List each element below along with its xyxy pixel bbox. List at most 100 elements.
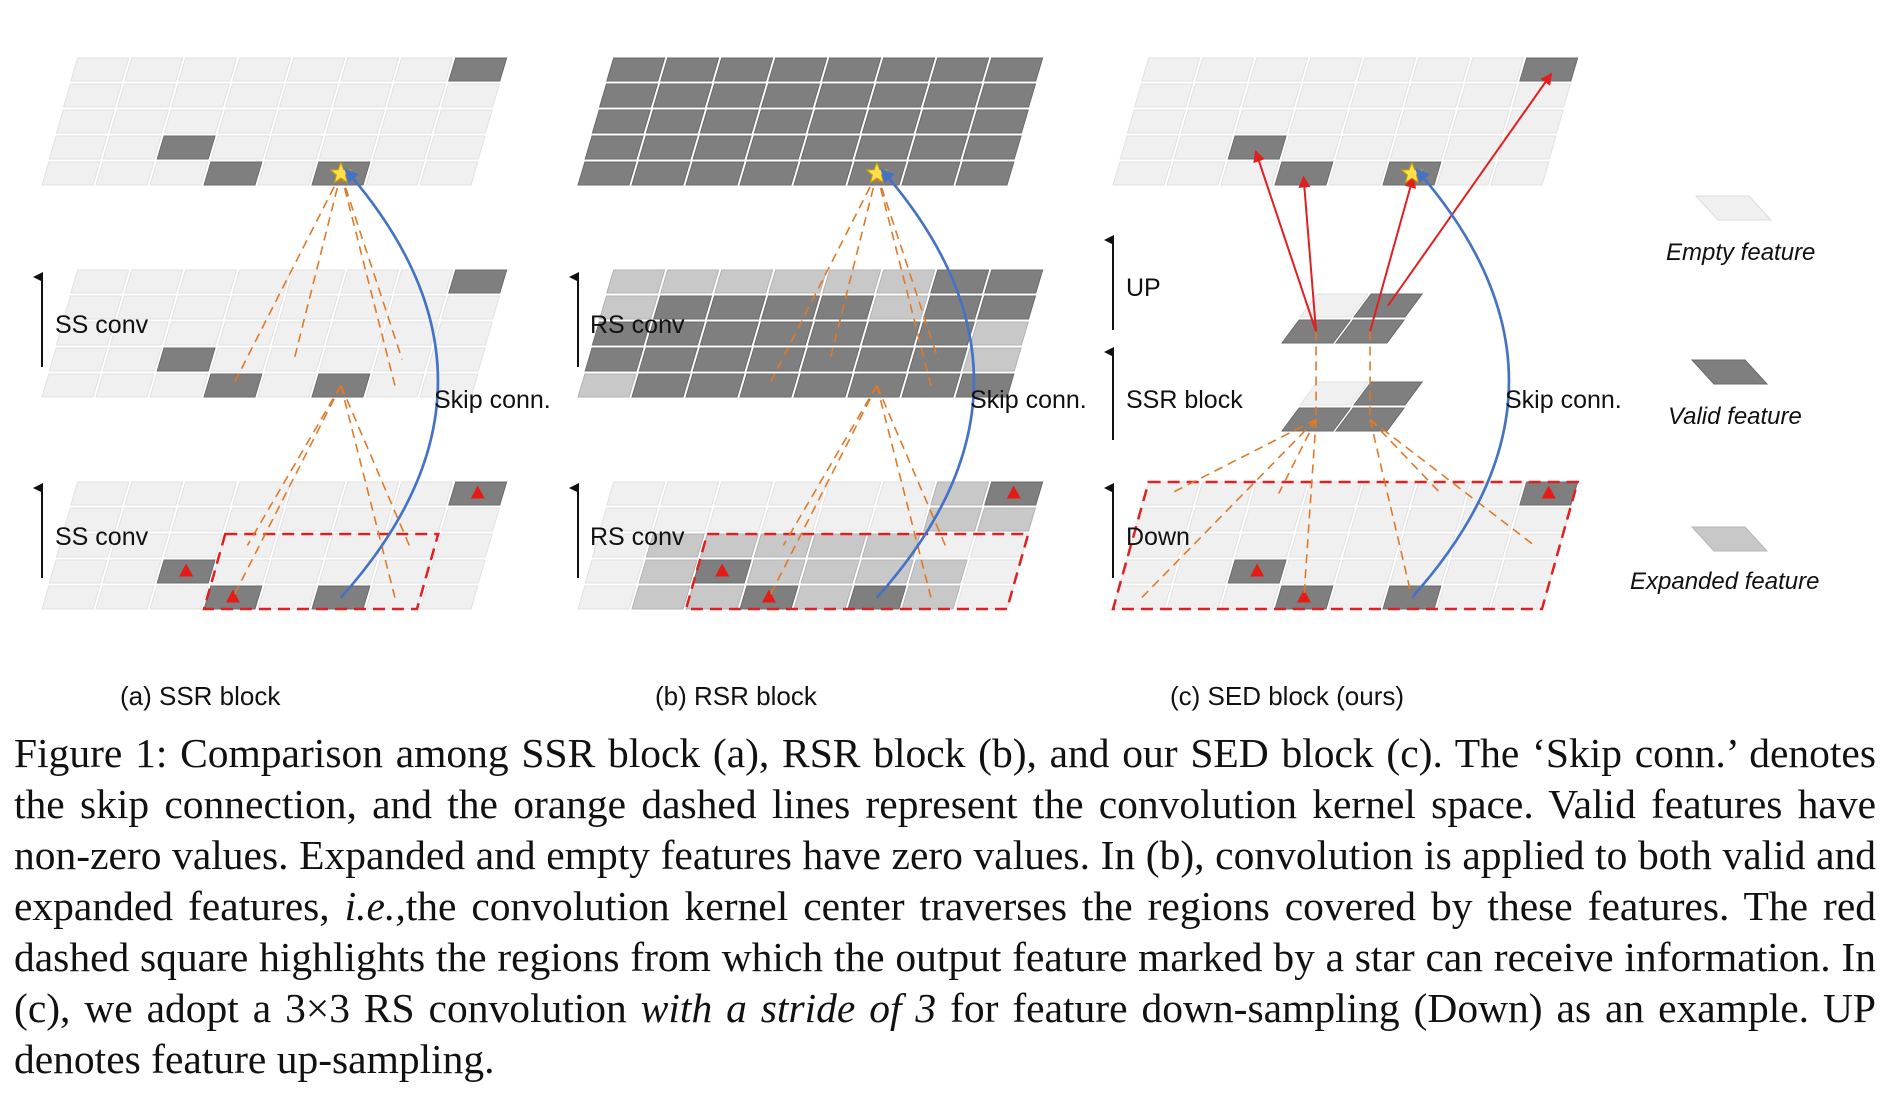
legend-swatch-valid [1690,359,1769,385]
expanded-feature-cell [746,559,806,584]
valid-feature-cell [739,373,799,398]
empty-feature-cell [1133,507,1194,532]
valid-feature-cell [814,83,875,108]
empty-feature-cell [419,161,479,186]
empty-feature-cell [286,269,346,294]
valid-feature-cell [861,321,921,346]
empty-feature-cell [1295,507,1356,532]
empty-feature-cell [210,347,270,372]
expanded-feature-cell [577,373,637,398]
empty-feature-cell [1511,507,1572,532]
empty-feature-cell [1133,83,1194,108]
figure-1: SS conv SS conv RS conv RS conv UP SSR b… [33,57,1819,711]
red-triangle-icon [1541,485,1556,499]
empty-feature-cell [1357,57,1417,82]
empty-feature-cell [264,347,324,372]
empty-feature-cell [1450,533,1510,558]
skip-connection-arrow [339,168,440,599]
empty-feature-cell [318,559,378,584]
receptive-field-square [202,532,440,611]
expanded-feature-cell [793,585,853,610]
valid-feature-cell [448,269,508,294]
valid-feature-cell [800,347,860,372]
empty-feature-cell [48,347,108,372]
kernel-line [829,173,878,360]
empty-feature-cell [1389,135,1449,160]
empty-feature-cell [257,161,317,186]
valid-feature-cell [908,135,968,160]
valid-feature-cell [976,295,1037,320]
legend-swatch-expanded [1690,526,1769,552]
empty-feature-cell [170,83,231,108]
kernel-line [768,385,878,598]
empty-feature-cell [394,269,454,294]
empty-feature-cell [1234,109,1294,134]
valid-feature-cell [922,83,983,108]
valid-feature-cell [854,347,914,372]
valid-feature-cell [930,57,990,82]
valid-feature-cell [976,83,1037,108]
receptive-field-square [1111,480,1580,611]
empty-feature-cell [124,269,184,294]
valid-feature-cell [652,295,713,320]
empty-feature-cell [62,83,123,108]
empty-feature-cell [584,559,644,584]
empty-feature-cell [116,83,177,108]
valid-feature-cell [854,135,914,160]
empty-feature-cell [440,83,501,108]
red-triangle-icon [1296,589,1311,603]
caption-text: for feature down-sampling (Down) as an e… [14,985,1876,1082]
valid-feature-cell [577,161,637,186]
valid-feature-cell [699,321,759,346]
kernel-line [768,173,878,386]
empty-feature-cell [822,481,882,506]
layer-label: SS conv [55,523,149,551]
valid-feature-cell [760,83,821,108]
empty-feature-cell [1119,559,1179,584]
kernel-line [293,173,342,360]
empty-feature-cell [102,135,162,160]
empty-feature-cell [224,507,285,532]
empty-feature-cell [814,507,875,532]
empty-feature-cell [116,295,177,320]
legend-label-expanded: Expanded feature [1630,568,1819,595]
panel-subtitle: (c) SED block (ours) [1170,681,1404,711]
valid-feature-cell [760,295,821,320]
empty-feature-cell [325,109,385,134]
valid-feature-cell [1353,381,1424,406]
empty-feature-cell [1443,559,1503,584]
empty-feature-cell [426,559,486,584]
upsample-arrow [1369,175,1417,332]
empty-feature-cell [1166,161,1226,186]
expanded-feature-cell [930,481,990,506]
empty-feature-cell [760,507,821,532]
skip-connection-label: Skip conn. [970,386,1087,414]
valid-feature-cell [631,373,691,398]
valid-feature-cell [876,57,936,82]
empty-feature-cell [340,57,400,82]
empty-feature-cell [48,135,108,160]
valid-feature-cell [768,57,828,82]
valid-feature-cell [584,347,644,372]
empty-feature-cell [1241,507,1302,532]
valid-feature-cell [692,135,752,160]
legend: Empty feature Valid feature Expanded fea… [1630,195,1819,595]
expanded-feature-cell [969,321,1029,346]
empty-feature-cell [433,533,493,558]
valid-feature-cell [822,57,882,82]
empty-feature-cell [178,269,238,294]
red-triangle-icon [1006,485,1021,499]
legend-swatch-empty [1694,195,1773,221]
valid-feature-cell [793,373,853,398]
empty-feature-cell [1342,533,1402,558]
caption-stride: with a stride of 3 [640,985,937,1031]
expanded-feature-cell [631,585,691,610]
valid-feature-cell [706,295,767,320]
empty-feature-cell [224,295,285,320]
empty-feature-cell [1328,161,1388,186]
empty-feature-cell [278,83,339,108]
empty-feature-cell [1288,533,1348,558]
empty-feature-cell [1436,161,1496,186]
empty-feature-cell [1220,585,1280,610]
empty-feature-cell [1249,57,1309,82]
